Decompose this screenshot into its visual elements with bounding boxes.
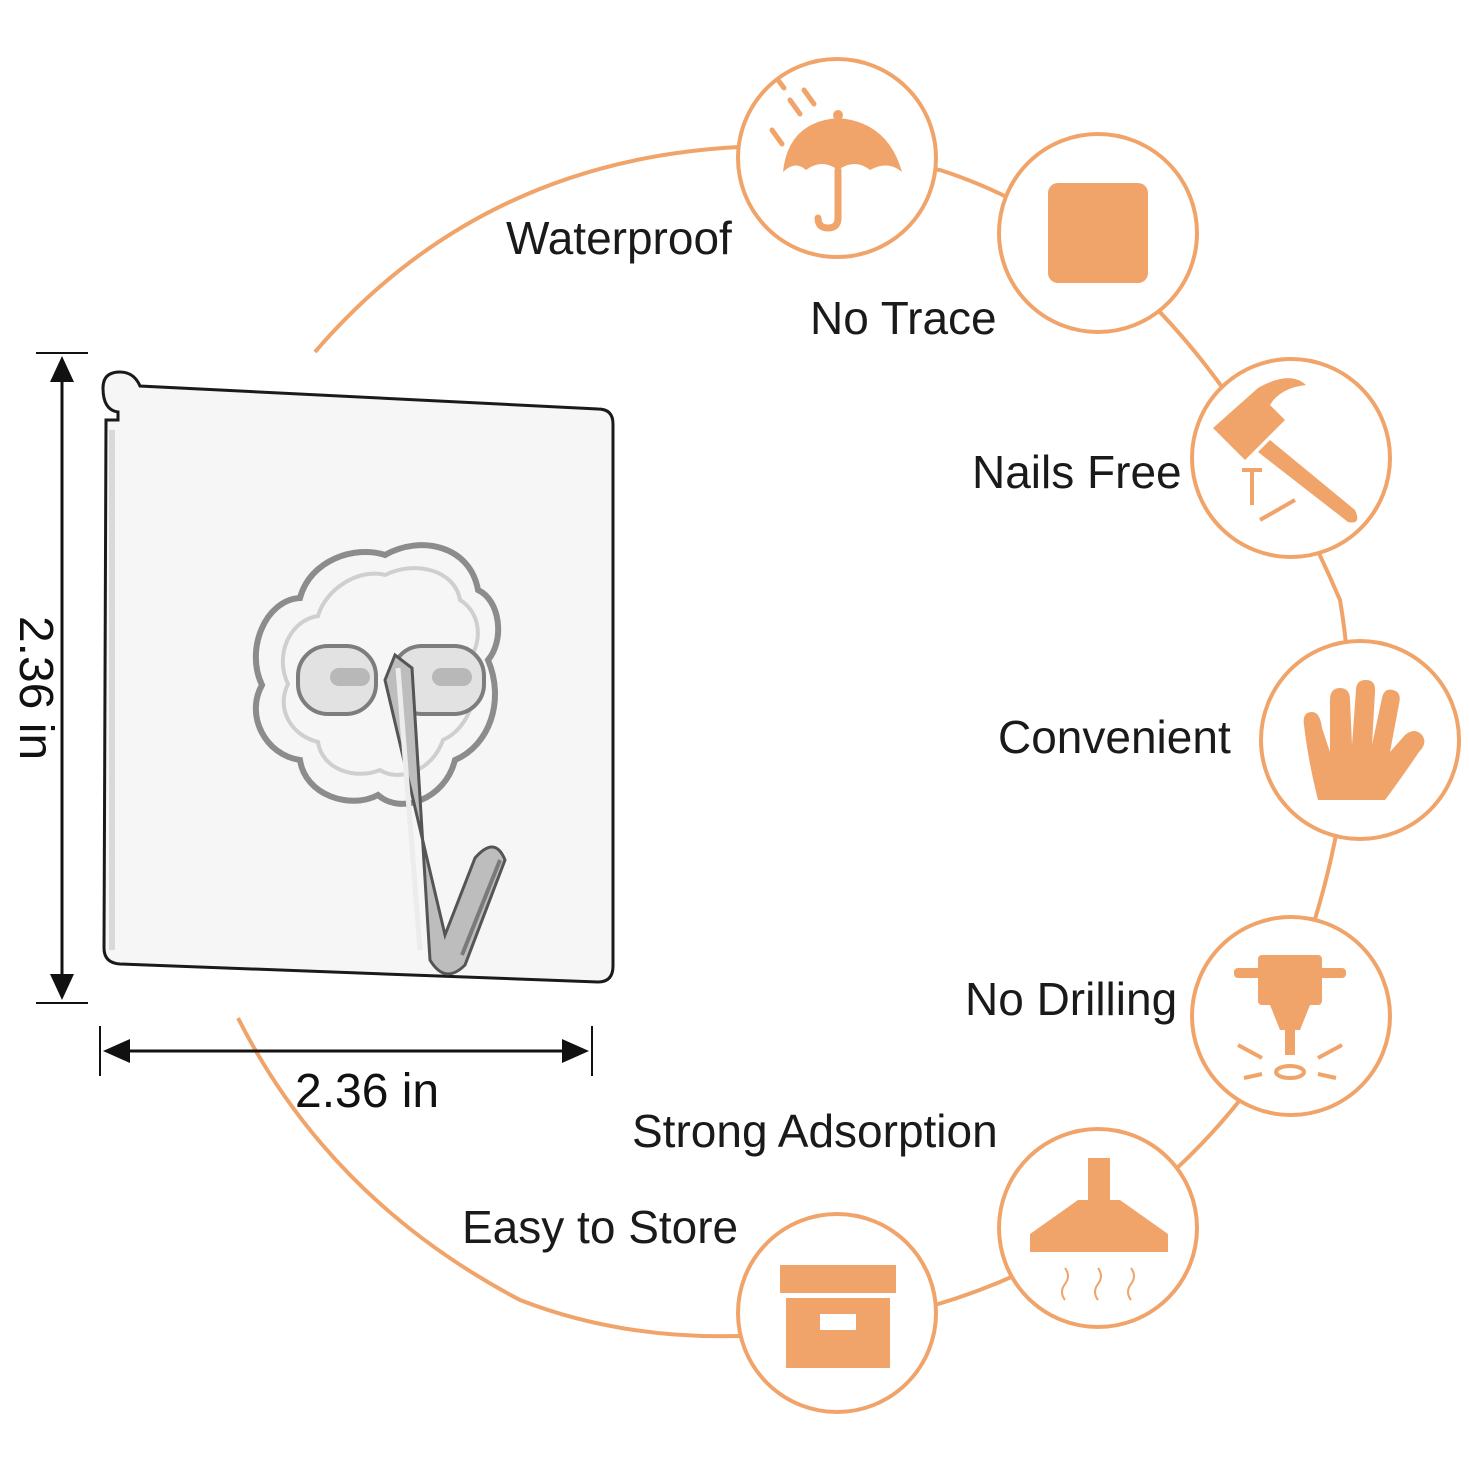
metal-hook	[383, 652, 507, 976]
umbrella-icon	[769, 77, 902, 232]
feature-circle-waterproof	[736, 57, 938, 259]
feature-circle-no-trace	[997, 132, 1199, 334]
drill-icon	[1234, 955, 1346, 1080]
feature-label-no-drilling: No Drilling	[965, 973, 1178, 1025]
feature-label-no-trace: No Trace	[810, 292, 997, 344]
feature-circle-nails-free	[1190, 357, 1392, 559]
feature-label-waterproof: Waterproof	[506, 212, 732, 264]
feature-label-strong-adsorption: Strong Adsorption	[632, 1105, 998, 1157]
height-dimension	[36, 352, 88, 1004]
width-dimension	[99, 1026, 593, 1076]
feature-circle-convenient	[1259, 639, 1461, 841]
feature-label-nails-free: Nails Free	[972, 446, 1182, 498]
adhesive-hook-product	[101, 370, 615, 984]
square-icon	[1048, 183, 1148, 283]
width-dimension-label: 2.36 in	[295, 1065, 440, 1118]
feature-label-convenient: Convenient	[998, 711, 1231, 763]
range-hood-icon	[1030, 1158, 1168, 1301]
storage-box-icon	[780, 1265, 896, 1368]
feature-label-easy-to-store: Easy to Store	[462, 1201, 739, 1253]
feature-circle-no-drilling	[1190, 915, 1392, 1117]
height-dimension-label: 2.36 in	[9, 615, 62, 761]
hammer-icon	[1213, 378, 1358, 523]
flower-base	[252, 542, 502, 807]
feature-circle-strong-adsorption	[997, 1127, 1199, 1329]
feature-circle-easy-to-store	[736, 1212, 938, 1414]
hand-icon	[1303, 680, 1425, 800]
